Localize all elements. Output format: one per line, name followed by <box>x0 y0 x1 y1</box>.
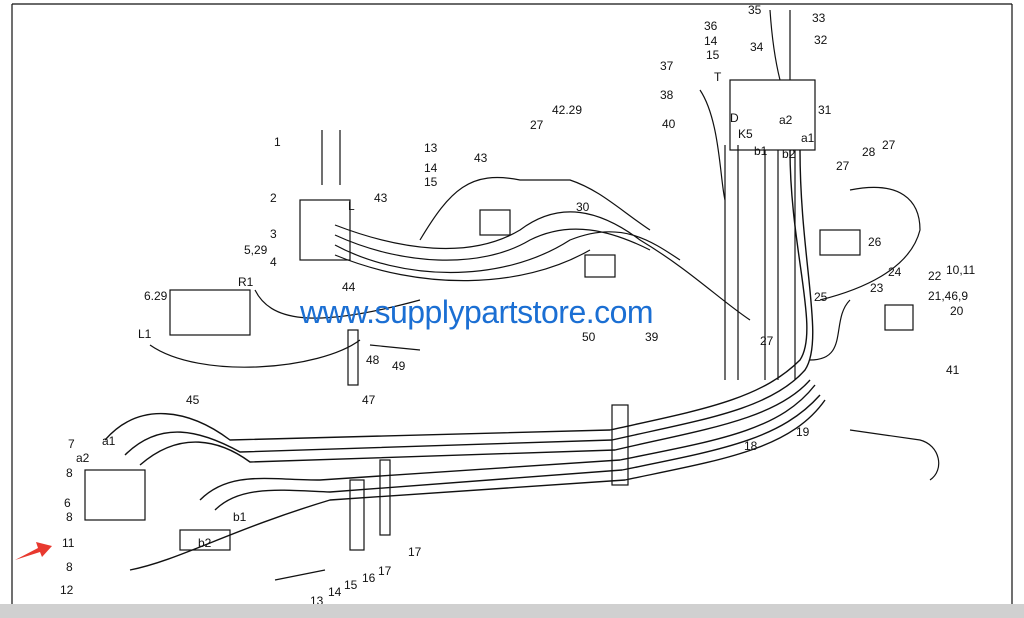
pedal-box <box>169 289 251 336</box>
callout-label: 27 <box>836 159 850 173</box>
callout-label: 43 <box>474 151 488 165</box>
callout-label: 8 <box>66 560 73 574</box>
callout-label: 6.29 <box>144 289 168 303</box>
block-left <box>84 469 146 521</box>
callout-label: b1 <box>233 510 247 524</box>
callout-label: 47 <box>362 393 376 407</box>
callout-label: K5 <box>738 127 753 141</box>
callout-label: 17 <box>408 545 422 559</box>
hose-bundle <box>104 149 826 571</box>
block-26 <box>819 229 861 256</box>
clamp-17a <box>611 404 629 486</box>
callout-label: L1 <box>138 327 152 341</box>
callout-label: T <box>714 70 722 84</box>
cable-41 <box>849 429 940 481</box>
callout-label: 10,11 <box>946 263 976 277</box>
clamp-17b <box>349 479 365 551</box>
callout-label: 15 <box>706 48 720 62</box>
callout-label: 12 <box>60 583 74 597</box>
callout-label: 19 <box>796 425 810 439</box>
callout-label: 17 <box>378 564 392 578</box>
block-50 <box>584 254 616 278</box>
callout-label: 8 <box>66 510 73 524</box>
clamp-17c <box>379 459 391 536</box>
pointer-arrow-icon <box>15 542 52 560</box>
callout-label: 6 <box>64 496 71 510</box>
callout-label: 22 <box>928 269 942 283</box>
callout-label: 20 <box>950 304 964 318</box>
callout-label: 30 <box>576 200 590 214</box>
callout-label: 11 <box>62 536 75 550</box>
callout-label: 34 <box>750 40 764 54</box>
callout-label: 16 <box>362 571 376 585</box>
control-valve <box>729 79 816 151</box>
callout-label: 21,46,9 <box>928 289 969 303</box>
callout-label: 27 <box>760 334 774 348</box>
callout-label: D <box>730 111 739 125</box>
callout-label: a2 <box>76 451 90 465</box>
valve-block <box>299 199 351 261</box>
callout-label: R1 <box>238 275 254 289</box>
callout-label: 13 <box>424 141 438 155</box>
callout-label: 40 <box>662 117 676 131</box>
column <box>321 130 341 185</box>
bracket-47 <box>347 329 359 386</box>
callout-label: 33 <box>812 11 826 25</box>
callout-label: 15 <box>424 175 438 189</box>
callout-label: 14 <box>704 34 718 48</box>
callout-label: 48 <box>366 353 380 367</box>
callout-label: 37 <box>660 59 674 73</box>
callout-label: b2 <box>782 147 796 161</box>
callout-label: 15 <box>344 578 358 592</box>
watermark: www.supplypartstore.com <box>300 294 654 330</box>
bolt-49 <box>369 344 421 351</box>
callout-label: b2 <box>198 536 212 550</box>
callout-label: 49 <box>392 359 406 373</box>
callout-label: a2 <box>779 113 793 127</box>
callout-label: 14 <box>424 161 438 175</box>
callout-label: a1 <box>102 434 116 448</box>
callout-label: 31 <box>818 103 832 117</box>
callout-label: L <box>348 199 355 213</box>
callout-label: 18 <box>744 439 758 453</box>
callout-label: 35 <box>748 3 762 17</box>
bottom-bar <box>0 604 1024 618</box>
callout-label: 27 <box>530 118 544 132</box>
callout-label: 41 <box>946 363 960 377</box>
callout-label: 7 <box>68 437 75 451</box>
callout-label: 14 <box>328 585 342 599</box>
callout-label: 1 <box>274 135 281 149</box>
callout-label: 38 <box>660 88 674 102</box>
callout-label: 45 <box>186 393 200 407</box>
bolt-13 <box>274 569 326 581</box>
callout-label: 26 <box>868 235 882 249</box>
block-b <box>179 529 231 551</box>
callout-label: 8 <box>66 466 73 480</box>
callout-label: 27 <box>882 138 896 152</box>
lever-35 <box>769 9 781 81</box>
callout-label: b1 <box>754 144 768 158</box>
callout-label: 50 <box>582 330 596 344</box>
callout-label: 28 <box>862 145 876 159</box>
upper-hoses <box>149 89 921 368</box>
callout-label: 24 <box>888 265 902 279</box>
block-43 <box>479 209 511 236</box>
valve-hoses <box>724 145 796 380</box>
callout-label: 4 <box>270 255 277 269</box>
callout-label: 2 <box>270 191 277 205</box>
callout-label: 3 <box>270 227 277 241</box>
callout-label: 5,29 <box>244 243 268 257</box>
callout-label: 44 <box>342 280 356 294</box>
callout-label: 39 <box>645 330 659 344</box>
callout-label: 42.29 <box>552 103 583 117</box>
callout-label: 23 <box>870 281 884 295</box>
callout-label: 43 <box>374 191 388 205</box>
callout-label: 36 <box>704 19 718 33</box>
callout-label: 32 <box>814 33 828 47</box>
callout-label: 25 <box>814 290 828 304</box>
callout-label: a1 <box>801 131 815 145</box>
block-20 <box>884 304 914 331</box>
